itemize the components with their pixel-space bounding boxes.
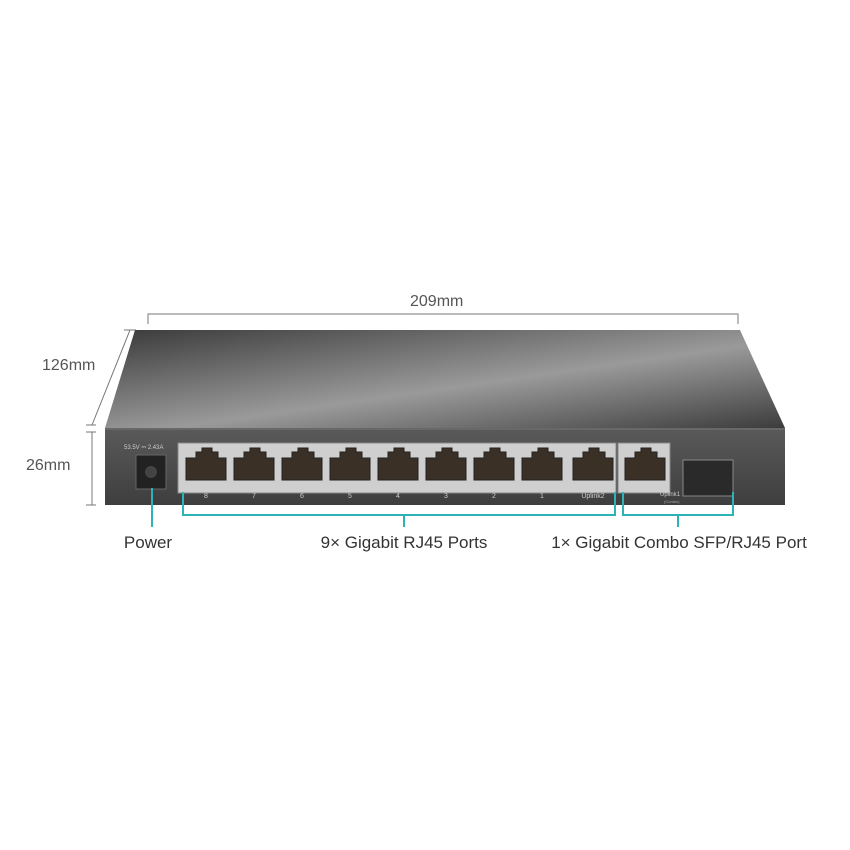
- switch-top: [105, 330, 785, 428]
- rj45-port: [185, 447, 227, 481]
- port-label: 1: [540, 493, 544, 500]
- power-callout: Power: [123, 533, 173, 552]
- sfp-port: [682, 459, 734, 497]
- uplink1-label: Uplink1: [660, 492, 681, 498]
- port-label: 2: [492, 493, 496, 500]
- height-dimension: 26mm: [26, 457, 71, 474]
- rj45-port: [473, 447, 515, 481]
- port-label: Uplink2: [581, 493, 605, 500]
- rj45-port: [329, 447, 371, 481]
- callout-brackets: [151, 488, 734, 527]
- port-label: 4: [396, 493, 400, 500]
- rj45-port: [572, 447, 614, 481]
- port-label: 7: [252, 493, 256, 500]
- power-rating: 53.5V ⎓ 2.43A: [124, 445, 164, 451]
- rj45-port: [281, 447, 323, 481]
- port-label: 8: [204, 493, 208, 500]
- width-dimension: 209mm: [410, 293, 464, 310]
- rj45-port: [425, 447, 467, 481]
- port-label: 3: [444, 493, 448, 500]
- rj45-port: [521, 447, 563, 481]
- rj45-port: [624, 447, 666, 481]
- dimension-lines: [86, 313, 739, 506]
- port-label: 6: [300, 493, 304, 500]
- port-label: 5: [348, 493, 352, 500]
- depth-dimension: 126mm: [42, 357, 96, 374]
- combo-label: (Combo): [664, 499, 680, 504]
- rj45-callout: 9× Gigabit RJ45 Ports: [320, 533, 488, 552]
- combo-callout: 1× Gigabit Combo SFP/RJ45 Port: [551, 533, 807, 552]
- rj45-port: [233, 447, 275, 481]
- rj45-port: [377, 447, 419, 481]
